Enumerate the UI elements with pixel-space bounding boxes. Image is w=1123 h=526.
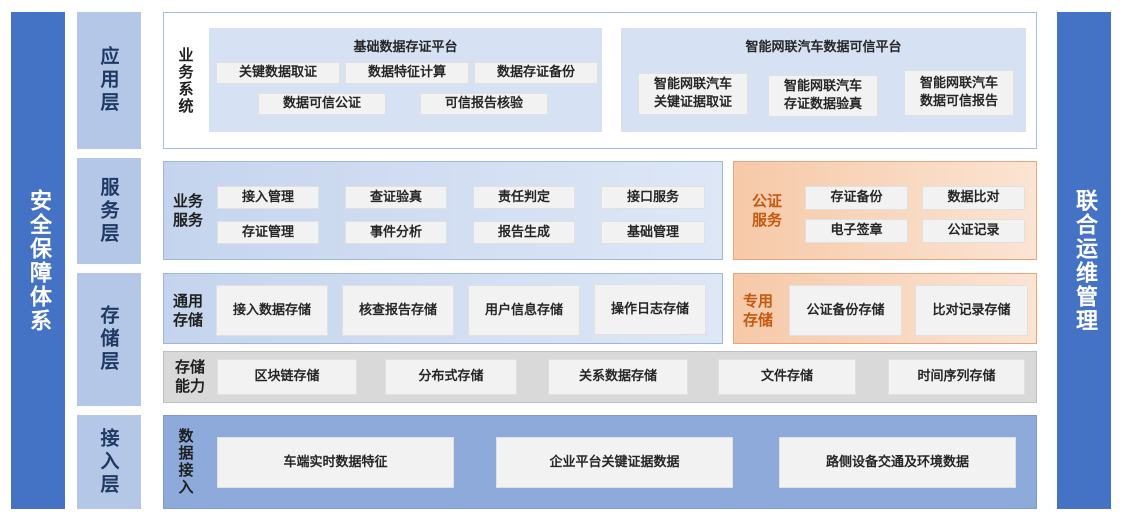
notary-item: 数据比对	[922, 186, 1025, 210]
notary-item: 电子签章	[805, 219, 908, 243]
platform2-item-line: 存证数据验真	[783, 97, 862, 112]
business-system-text: 业务系统	[176, 47, 195, 115]
service-item: 责任判定	[473, 186, 575, 209]
platform2-item-line: 关键证据取证	[653, 95, 732, 110]
access-item: 路侧设备交通及环境数据	[779, 437, 1016, 488]
data-access-label: 数据接入	[171, 420, 199, 504]
business-service-label-line: 业务	[172, 192, 203, 210]
service-item: 接口服务	[601, 186, 705, 209]
left-bar-security: 安全保障体系	[11, 12, 65, 509]
access-item: 企业平台关键证据数据	[496, 437, 733, 488]
notary-item: 公证记录	[922, 219, 1025, 243]
platform2-item-line: 数据可信报告	[919, 94, 998, 109]
layer-storage-label: 存储层	[97, 305, 120, 374]
capability-item: 关系数据存储	[548, 359, 688, 395]
service-item: 查证验真	[345, 186, 447, 209]
layer-app: 应用层	[77, 12, 141, 149]
platform1-item: 关键数据取证	[216, 62, 340, 84]
general-storage-label: 通用 存储	[166, 290, 210, 332]
notary-service-label: 公证 服务	[742, 190, 792, 232]
right-bar-label: 联合运维管理	[1072, 188, 1097, 333]
platform2-item-line: 智能网联汽车	[919, 76, 998, 91]
business-system-label: 业务系统	[170, 40, 200, 122]
platform1-item: 数据可信公证	[258, 93, 386, 115]
special-storage-item: 比对记录存储	[915, 285, 1028, 336]
capability-item: 文件存储	[718, 359, 856, 395]
general-storage-item: 用户信息存储	[468, 285, 580, 336]
special-storage-label-line: 存储	[742, 311, 773, 329]
capability-item: 分布式存储	[385, 359, 517, 395]
service-item: 基础管理	[601, 221, 705, 244]
general-storage-label-line: 存储	[172, 311, 203, 329]
service-item: 报告生成	[473, 221, 575, 244]
platform2-title: 智能网联汽车数据可信平台	[745, 40, 902, 55]
special-storage-label-line: 专用	[742, 292, 773, 310]
platform2-item: 智能网联汽车 关键证据取证	[638, 73, 748, 115]
notary-service-label-line: 服务	[751, 211, 782, 229]
layer-access: 接入层	[77, 415, 141, 509]
business-service-panel	[163, 161, 723, 260]
service-item: 存证管理	[217, 221, 319, 244]
platform2-item-line: 智能网联汽车	[783, 79, 862, 94]
service-item: 接入管理	[217, 186, 319, 209]
platform1-item: 数据存证备份	[474, 62, 598, 84]
layer-access-label: 接入层	[97, 427, 120, 497]
left-bar-label: 安全保障体系	[26, 188, 51, 333]
general-storage-label-line: 通用	[172, 292, 203, 310]
platform1-item: 可信报告核验	[420, 93, 548, 115]
capability-item: 区块链存储	[217, 359, 357, 395]
general-storage-item: 接入数据存储	[216, 285, 328, 336]
notary-item: 存证备份	[805, 186, 908, 210]
general-storage-item: 核查报告存储	[342, 285, 454, 336]
layer-service: 服务层	[77, 158, 141, 264]
special-storage-label: 专用 存储	[736, 290, 780, 332]
layer-storage: 存储层	[77, 273, 141, 406]
storage-capability-label: 存储 能力	[168, 356, 212, 398]
layer-service-label: 服务层	[97, 176, 120, 246]
capability-item: 时间序列存储	[888, 359, 1025, 395]
general-storage-item: 操作日志存储	[594, 284, 706, 335]
data-access-label-text: 数据接入	[176, 428, 195, 496]
special-storage-item: 公证备份存储	[789, 285, 902, 336]
platform2-item: 智能网联汽车 存证数据验真	[768, 75, 878, 117]
notary-service-label-line: 公证	[751, 192, 782, 210]
business-service-label-line: 服务	[172, 211, 203, 229]
right-bar-operations: 联合运维管理	[1057, 12, 1111, 509]
access-item: 车端实时数据特征	[217, 437, 454, 488]
platform1-item: 数据特征计算	[345, 62, 469, 84]
layer-app-label: 应用层	[97, 46, 120, 115]
service-item: 事件分析	[345, 221, 447, 244]
notary-service-panel	[733, 161, 1037, 260]
platform2-item: 智能网联汽车 数据可信报告	[904, 70, 1014, 116]
storage-capability-label-line: 能力	[174, 377, 205, 395]
business-service-label: 业务 服务	[166, 190, 210, 232]
platform1-title: 基础数据存证平台	[353, 40, 458, 55]
platform2-item-line: 智能网联汽车	[653, 77, 732, 92]
storage-capability-label-line: 存储	[174, 358, 205, 376]
